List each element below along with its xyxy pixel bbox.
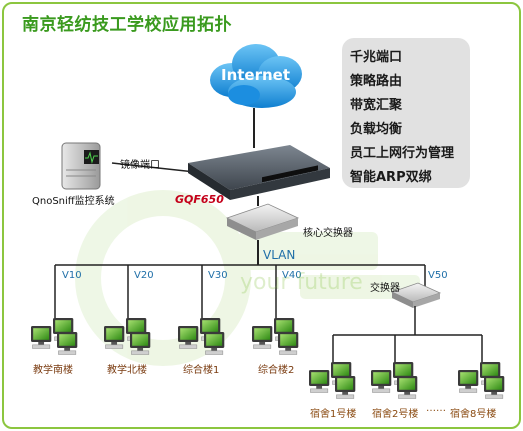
vlan-id-label: V50 (428, 270, 448, 281)
core-switch-icon (225, 203, 300, 240)
watermark-text: your future (240, 270, 363, 295)
server-icon (61, 142, 101, 190)
internet-label: Internet (221, 66, 291, 84)
internet-cloud-icon (210, 44, 302, 108)
dorm-label: 宿舍2号楼 (372, 409, 419, 420)
feature-item: 千兆端口 (350, 50, 403, 65)
feature-panel (342, 38, 470, 188)
computer-cluster-icon (371, 362, 418, 399)
feature-item: 策略路由 (350, 74, 403, 89)
feature-item: 员工上网行为管理 (350, 146, 455, 161)
computer-cluster-icon (178, 318, 225, 355)
computer-cluster-icon (458, 362, 505, 399)
building-label: 综合楼2 (258, 365, 295, 376)
mirror-port-label: 镜像端口 (120, 160, 160, 171)
computer-cluster-icon (309, 362, 356, 399)
dorm-label: 宿舍1号楼 (310, 409, 357, 420)
computer-cluster-icon (104, 318, 151, 355)
dorm-label: 宿舍8号楼 (450, 409, 497, 420)
computer-cluster-icon (31, 318, 78, 355)
feature-item: 带宽汇聚 (350, 98, 403, 113)
vlan-id-label: V40 (282, 270, 302, 281)
vlan-id-label: V30 (208, 270, 228, 281)
building-label: 综合楼1 (183, 365, 220, 376)
mirror-cable (111, 162, 196, 173)
page-title: 南京轻纺技工学校应用拓扑 (22, 15, 232, 35)
feature-item: 负载均衡 (350, 122, 403, 137)
router-icon (188, 145, 330, 200)
building-label: 教学北楼 (107, 365, 147, 376)
vlan-id-label: V10 (62, 270, 82, 281)
building-label: 教学南楼 (33, 365, 73, 376)
sub-switch-icon (390, 282, 442, 308)
core-switch-label: 核心交换器 (303, 228, 353, 239)
watermark-logo (75, 190, 420, 366)
dorm-ellipsis: …… (426, 403, 446, 414)
vlan-id-label: V20 (134, 270, 154, 281)
computer-cluster-icon (252, 318, 299, 355)
feature-item: 智能ARP双绑 (350, 170, 432, 185)
monitor-system-label: QnoSniff监控系统 (32, 196, 115, 207)
sub-switch-label: 交换器 (370, 283, 400, 294)
router-model-label: GQF650 (175, 193, 224, 206)
vlan-label: VLAN (263, 248, 296, 262)
